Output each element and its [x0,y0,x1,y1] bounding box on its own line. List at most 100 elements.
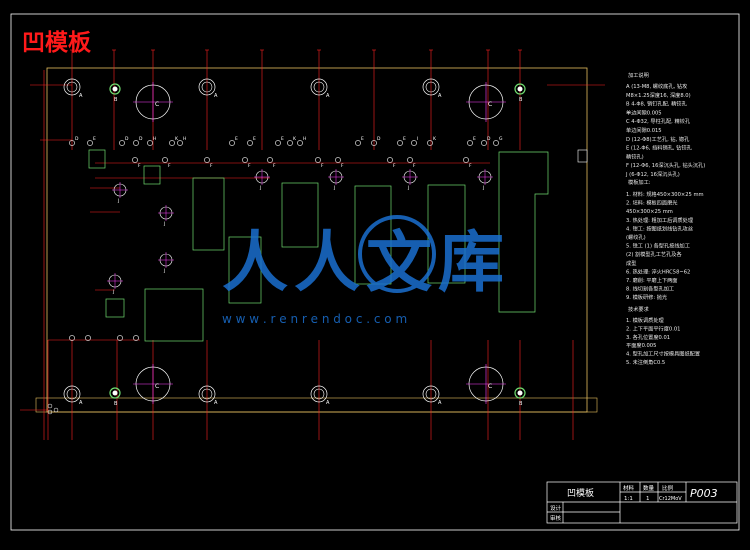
process-hole [481,140,487,146]
process-hole [133,335,139,341]
note-line: 8. 线切割各型孔加工 [626,285,674,293]
title-block-header-scale: 比例 [662,484,674,492]
hole-label: D [377,136,381,142]
title-block-drawing-number: P003 [690,487,718,500]
counterbore-hole [315,157,321,163]
tapped-hole-inner [201,81,213,93]
note-line: 2. 上下平面平行度0.01 [626,324,680,332]
hole-label: C [488,383,492,390]
hole-label: H [153,136,156,142]
hole-label: B [114,97,118,103]
note-line: 精铰孔) [626,152,644,160]
watermark: 人人文库 w w w . r e n r e n d o c . c o m [222,215,504,326]
process-hole [69,140,75,146]
note-line: 7. 磨削: 平磨上下两面 [626,276,678,284]
hole-label: H [303,136,306,142]
note-line: 成型 [626,259,636,267]
process-hole [119,140,125,146]
note-line: 1. 模板调质处理 [626,316,665,324]
title-block [546,481,738,524]
pin-hole [109,387,121,399]
hole-label: J [117,198,119,204]
note-line: M8×1.25深度16, 深度8.0) [626,91,691,99]
note-line: 单边间隙0.015 [626,126,662,134]
process-hole [177,140,183,146]
tapped-hole [198,78,216,96]
hole-label: J [163,221,165,227]
hole-label: F [413,163,416,169]
title-block-quantity: 1 [646,496,650,502]
hole-label: F [321,163,324,169]
hole-label: J [407,185,409,191]
process-hole [275,140,281,146]
note-line: C 4-Φ32, 导柱孔配, 精铰孔 [626,117,691,125]
process-hole [87,140,93,146]
hole-label: F [210,163,213,169]
note-line: 3. 各孔位置度0.01 [626,333,670,341]
hole-label: K [433,136,437,142]
hole-label: B [519,97,523,103]
counterbore-hole [204,157,210,163]
process-hole [397,140,403,146]
tapped-hole [310,385,328,403]
process-hole [69,335,75,341]
hole-label: K [175,136,179,142]
process-hole [297,140,303,146]
tapped-hole-inner [313,388,325,400]
note-line: 2. 坯料: 模板四面磨光 [626,199,678,207]
hole-label: F [168,163,171,169]
note-line: 4. 钳工: 按图纸划线钻孔攻丝 [626,224,693,232]
tapped-hole [63,385,81,403]
dimension-lines [20,49,605,440]
hole-label: B [114,401,118,407]
title-block-scale: 1:1 [624,496,633,502]
hole-label: F [469,163,472,169]
notes-heading-1: 加工说明 [628,71,649,79]
hole-label: F [273,163,276,169]
hole-label: H [183,136,186,142]
drawing-title: 凹模板 [22,30,92,56]
pin-hole-center [517,86,523,92]
pin-hole [514,387,526,399]
hole-label: C [155,383,159,390]
process-notes: 加工说明 A (13-M8, 螺纹底孔, 钻攻 M8×1.25深度16, 深度8… [625,71,705,366]
drawing-border [10,13,740,531]
note-line: 5. 铣工 (1) 各型孔按线加工 [626,242,690,250]
tapped-hole [63,78,81,96]
tapped-hole [422,78,440,96]
plate-notch [577,149,588,163]
hole-label: C [155,101,159,108]
process-hole [117,335,123,341]
note-line: 9. 模板研修: 抛光 [626,293,667,301]
hole-label: D [125,136,129,142]
tapped-hole [310,78,328,96]
hole-label: A [79,400,83,406]
process-hole [493,140,499,146]
tapped-hole [198,385,216,403]
note-line: 4. 型孔加工尺寸按模具图纸配置 [626,350,700,358]
title-block-part-name: 凹模板 [567,487,594,499]
note-line: J (6-Φ12, 16深沉头孔) [625,170,680,178]
hole-label: G [499,136,503,142]
reference-mark [53,407,59,413]
hole-label: F [393,163,396,169]
hole-label: A [326,400,330,406]
title-block-header-qty: 数量 [643,484,655,492]
process-hole [287,140,293,146]
note-line: 单边间隙0.005 [626,108,662,116]
note-line: E (12-Φ6, 挡料销孔, 钻铰孔 [626,144,693,152]
hole-label: D [487,136,491,142]
note-line: (螺纹孔) [626,233,646,241]
pocket [88,149,106,169]
hole-label: E [473,136,476,142]
tapped-hole-inner [425,388,437,400]
title-block-row-design: 设计 [550,504,562,512]
process-hole [355,140,361,146]
tapped-hole [422,385,440,403]
counterbore-hole [162,157,168,163]
pin-hole-center [517,390,523,396]
note-line: (2) 割模型孔工艺孔及各 [626,250,682,258]
hole-label: K [293,136,297,142]
watermark-ring [358,215,436,293]
